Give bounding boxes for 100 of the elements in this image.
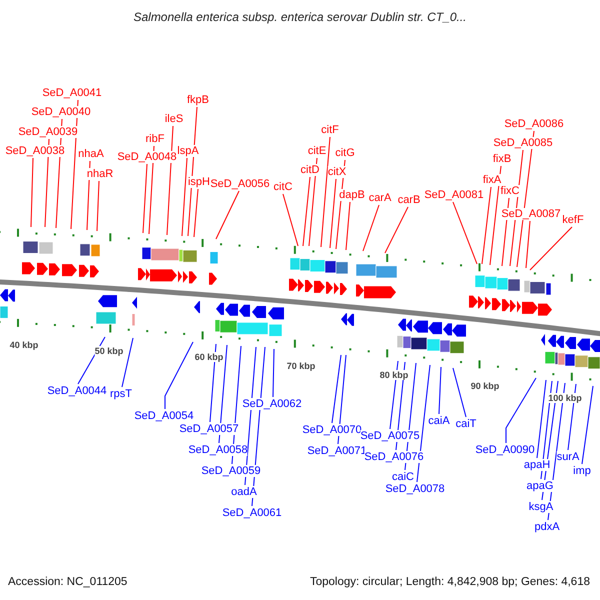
- gene-label: nhaR: [86, 168, 114, 180]
- gene-label: ispH: [188, 176, 210, 188]
- leader-line: [194, 188, 198, 238]
- gene-label: kefF: [562, 214, 584, 226]
- title: Salmonella enterica subsp. enterica serovar Dublin str. CT_0...: [132, 9, 468, 26]
- gene-label: citG: [335, 147, 355, 159]
- leader-line: [438, 366, 442, 414]
- leader-line: [320, 136, 330, 248]
- gene-label: SeD_A0040: [31, 106, 91, 118]
- gene-label: citF: [321, 124, 339, 136]
- gene-label: fixB: [492, 153, 512, 165]
- leader-line: [30, 158, 34, 228]
- leader-line: [164, 342, 194, 410]
- scale-label: 40 kbp: [10, 340, 38, 350]
- scale-label: 90 kbp: [470, 381, 500, 392]
- leader-line: [272, 348, 274, 398]
- gene-label: SeD_A0081: [424, 189, 484, 201]
- leader-line: [182, 158, 188, 236]
- gene-label: SeD_A0057: [179, 423, 239, 435]
- gene-label: pdxA: [534, 521, 560, 533]
- gene-label: citD: [300, 164, 320, 176]
- gene-label: SeD_A0039: [18, 126, 78, 138]
- leader-line: [346, 202, 350, 250]
- gene-label: caiC: [392, 471, 414, 483]
- gene-label: SeD_A0048: [117, 151, 177, 163]
- scale-label: 100 kbp: [548, 393, 582, 404]
- leader-line: [362, 204, 380, 252]
- leader-line: [526, 220, 530, 268]
- leader-line: [142, 164, 148, 234]
- leader-line: [582, 386, 594, 464]
- gene-label: SeD_A0075: [360, 430, 420, 442]
- gene-label: SeD_A0070: [302, 424, 362, 436]
- leader-line: [216, 190, 240, 240]
- gene-label: dapB: [339, 189, 365, 201]
- scale-label: 50 kbp: [94, 346, 124, 356]
- gene-label: SeD_A0086: [504, 118, 564, 130]
- leader-line: [530, 226, 572, 270]
- leader-line: [122, 338, 134, 388]
- gene-label: ileS: [164, 113, 184, 125]
- leader-line: [166, 126, 174, 236]
- leader-line: [332, 354, 342, 424]
- gene-label: ksgA: [528, 501, 554, 513]
- gene-label: rpsT: [110, 388, 132, 400]
- gene-label: SeD_A0076: [364, 451, 424, 463]
- gene-label: SeD_A0061: [222, 507, 282, 519]
- leader-line: [218, 344, 228, 444]
- gene-label: citX: [328, 166, 346, 178]
- scale-label: 60 kbp: [194, 352, 224, 362]
- gene-label: fixC: [500, 185, 520, 197]
- genome-summary: Topology: circular; Length: 4,842,908 bp; Genes: 4,618: [310, 575, 590, 590]
- gene-label: apaG: [526, 480, 554, 492]
- scale-label: 70 kbp: [286, 360, 316, 371]
- leader-line: [510, 150, 524, 266]
- gene-label: apaH: [524, 459, 550, 471]
- gene-label: SeD_A0056: [210, 178, 270, 190]
- leader-line: [44, 138, 50, 228]
- leader-line: [210, 344, 216, 422]
- leader-line: [148, 146, 154, 234]
- gene-label: caiT: [456, 418, 476, 430]
- leader-line: [96, 180, 100, 232]
- scale-label: 80 kbp: [380, 370, 408, 380]
- gene-label: fkpB: [187, 94, 209, 106]
- gene-label: fixA: [482, 174, 502, 186]
- gene-label: carB: [398, 194, 420, 206]
- leader-line: [506, 378, 536, 444]
- gene-label: carA: [368, 192, 392, 204]
- gene-label: SeD_A0085: [493, 137, 553, 149]
- gene-label: SeD_A0041: [42, 87, 102, 99]
- gene-label: citE: [308, 145, 326, 157]
- leader-line: [490, 166, 502, 266]
- gene-label: SeD_A0078: [385, 483, 445, 495]
- gene-label: surA: [556, 451, 580, 463]
- gene-label: SeD_A0090: [475, 444, 535, 456]
- leader-line: [452, 202, 478, 264]
- gene-label: SeD_A0058: [188, 444, 248, 456]
- leader-line: [302, 176, 310, 246]
- gene-label: oadA: [231, 486, 257, 498]
- gene-label: SeD_A0087: [501, 208, 561, 220]
- leader-line: [282, 194, 298, 246]
- leader-line: [330, 178, 336, 248]
- gene-label: ribF: [146, 133, 164, 145]
- leader-line: [390, 360, 398, 430]
- gene-label: SeD_A0054: [134, 410, 194, 422]
- leader-line: [188, 106, 198, 236]
- gene-label: citC: [274, 181, 292, 193]
- gene-label: caiA: [428, 415, 450, 427]
- leader-line: [384, 206, 408, 254]
- leader-line: [452, 368, 466, 418]
- leader-line: [338, 354, 346, 444]
- gene-label: nhaA: [78, 148, 104, 160]
- gene-label: SeD_A0059: [201, 465, 261, 477]
- gene-label: SeD_A0044: [47, 385, 107, 397]
- gene-label: lspA: [177, 145, 199, 157]
- gene-label: imp: [573, 465, 591, 477]
- leader-line: [536, 380, 546, 458]
- accession-text: Accession: NC_011205: [8, 575, 128, 590]
- leader-line: [568, 384, 576, 450]
- leader-line: [482, 186, 492, 264]
- gene-label: SeD_A0038: [5, 145, 65, 157]
- leader-line: [308, 158, 318, 246]
